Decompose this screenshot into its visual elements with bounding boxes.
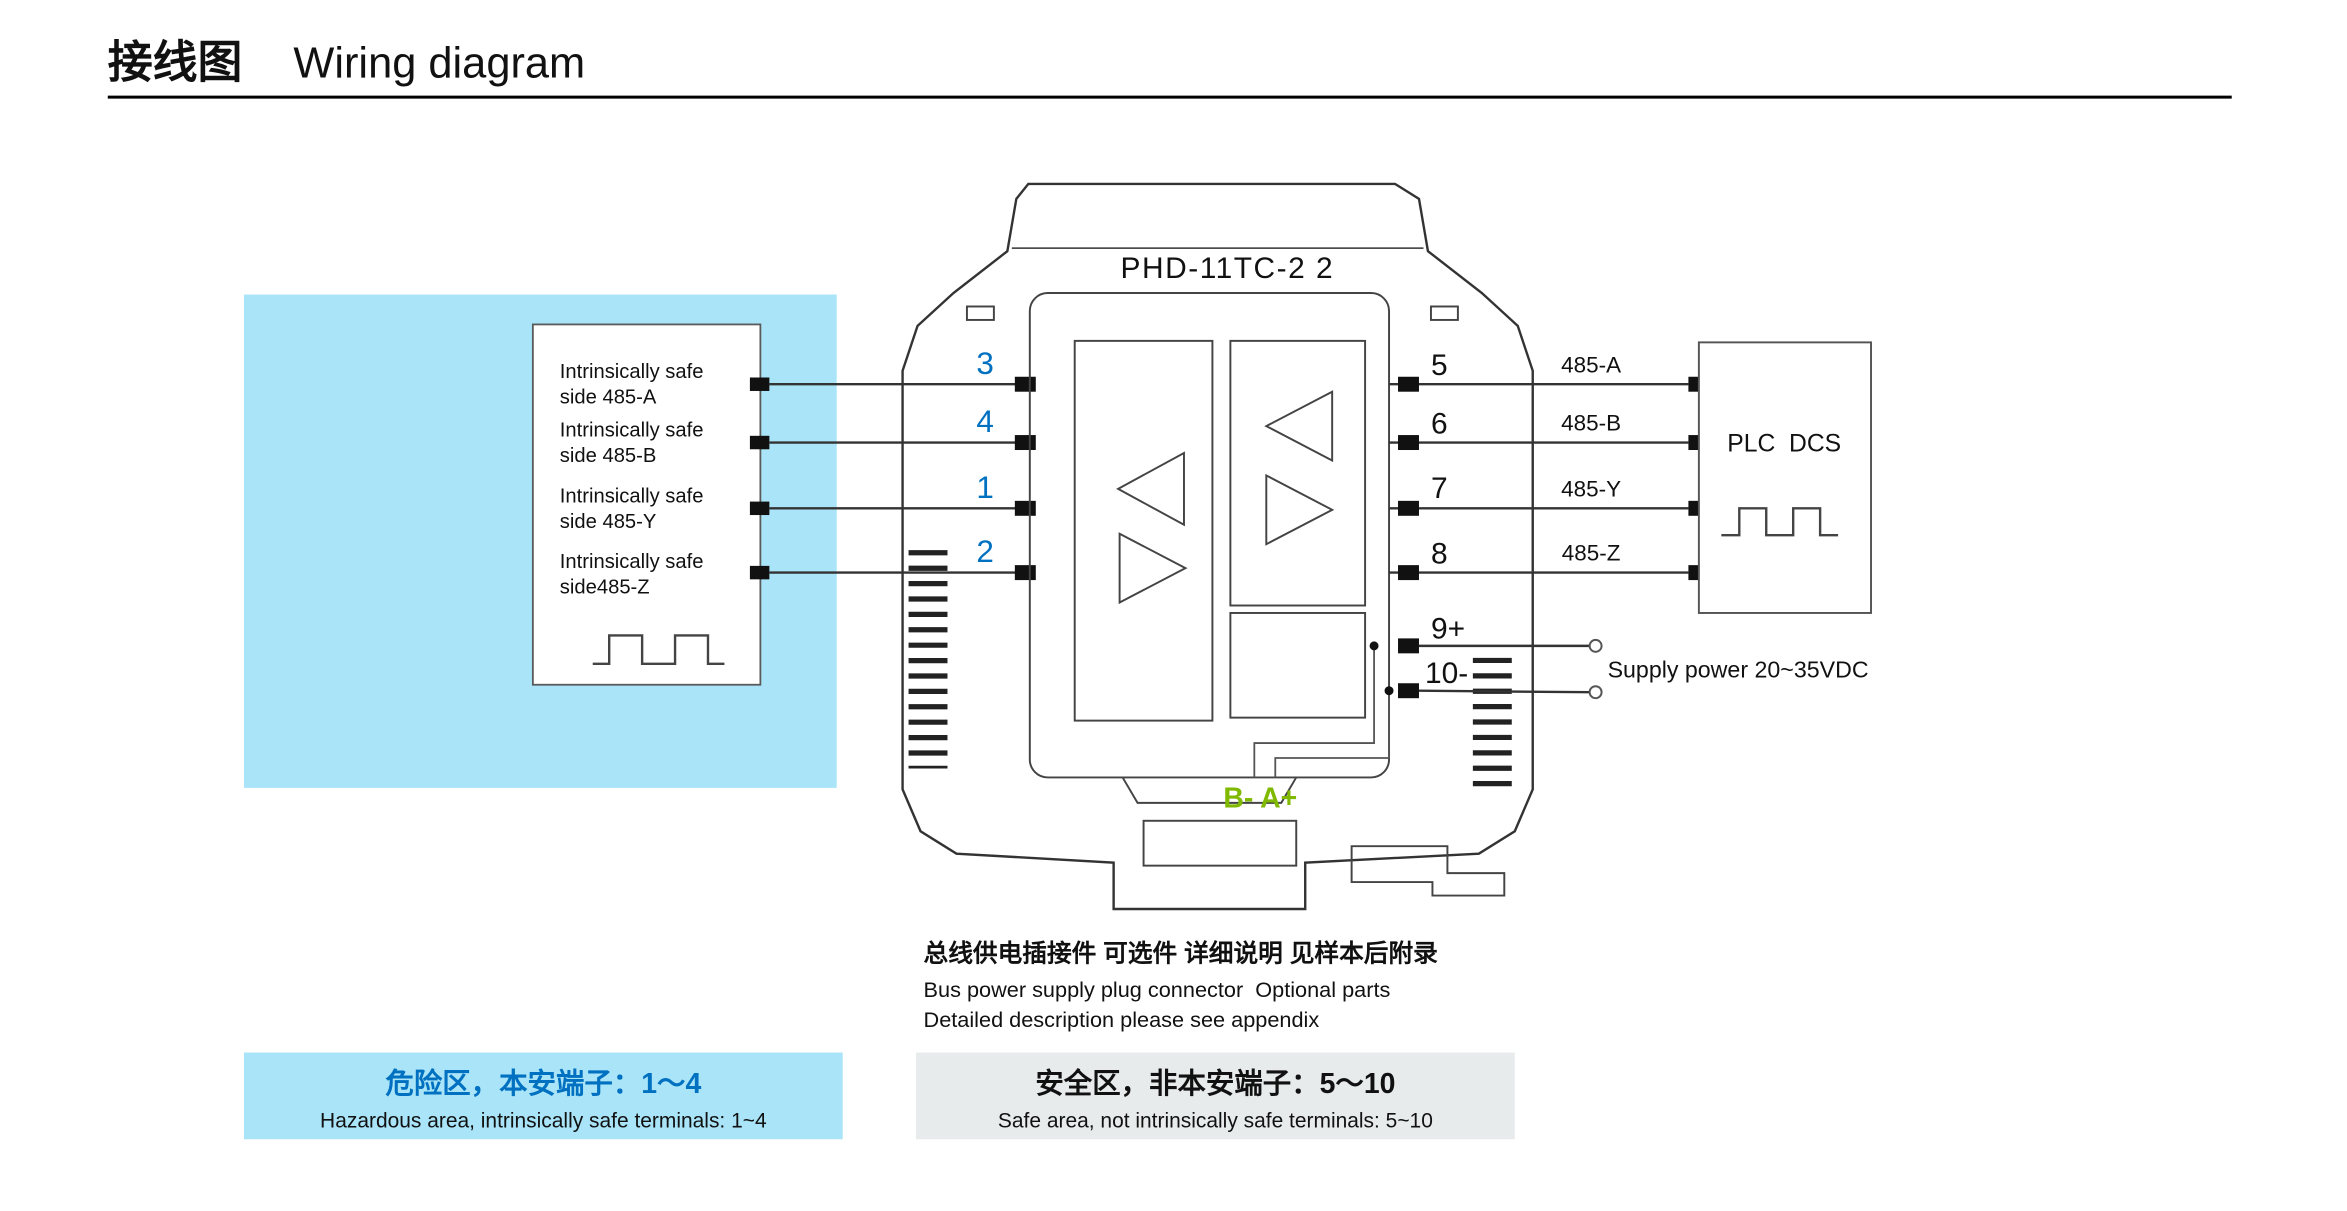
wire-label-485a: 485-A: [1561, 352, 1621, 377]
is-label-485z-line2: side485-Z: [560, 577, 650, 599]
terminal-number-3: 3: [976, 346, 993, 381]
bus-note-en1: Bus power supply plug connector Optional…: [924, 977, 1391, 1002]
amplifier-triangle-icon: [1118, 532, 1188, 605]
is-label-485b-line2: side 485-B: [560, 445, 657, 467]
terminal-number-7: 7: [1431, 472, 1448, 505]
bus-note-en2: Detailed description please see appendix: [924, 1007, 1320, 1032]
safe-zone-label-en: Safe area, not intrinsically safe termin…: [998, 1109, 1433, 1132]
amplifier-triangle-icon: [1264, 390, 1334, 463]
square-wave-icon: [592, 634, 725, 666]
amplifier-triangle-icon: [1265, 473, 1335, 546]
terminal-number-9: 9+: [1431, 612, 1465, 645]
device-terminal-7: [1398, 500, 1419, 516]
terminal-number-8: 8: [1431, 538, 1448, 571]
is-terminal-485y: [749, 501, 770, 516]
square-wave-icon: [1721, 507, 1839, 537]
device-terminal-5: [1398, 376, 1419, 392]
device-terminal-8: [1398, 565, 1419, 581]
hazardous-zone-label-en: Hazardous area, intrinsically safe termi…: [320, 1109, 767, 1132]
device-terminal-3: [1014, 376, 1036, 392]
wire-label-485b: 485-B: [1561, 411, 1621, 436]
hazardous-zone-legend: [243, 1052, 843, 1140]
device-terminal-6: [1398, 435, 1419, 451]
isolation-block-right: [1229, 339, 1367, 607]
din-rail-clip: [1350, 845, 1506, 897]
bus-connector-block: [1142, 819, 1298, 867]
power-block: [1229, 612, 1367, 719]
device-housing-outline: [901, 182, 1534, 911]
internal-bus-wire: [1253, 645, 1375, 778]
is-label-485a-line1: Intrinsically safe: [560, 361, 704, 383]
supply-contact-positive: [1588, 638, 1603, 653]
isolation-block-left: [1073, 339, 1214, 722]
bus-note-zh: 总线供电插接件 可选件 详细说明 见样本后附录: [924, 938, 1439, 967]
supply-wire-negative: [1418, 689, 1590, 694]
terminal-number-10: 10-: [1425, 657, 1468, 690]
supply-power-label: Supply power 20~35VDC: [1608, 656, 1869, 682]
is-label-485z-line1: Intrinsically safe: [560, 551, 704, 573]
device-terminal-1: [1014, 500, 1036, 516]
device-terminal-9: [1398, 638, 1419, 654]
terminal-number-6: 6: [1431, 408, 1448, 441]
is-label-485b-line1: Intrinsically safe: [560, 420, 704, 442]
terminal-number-2: 2: [976, 534, 993, 569]
device-model-label: PHD-11TC-2 2: [1121, 252, 1335, 285]
supply-contact-negative: [1588, 685, 1603, 700]
amplifier-triangle-icon: [1116, 451, 1185, 527]
is-label-485y-line2: side 485-Y: [560, 511, 657, 533]
wire-label-485y: 485-Y: [1561, 476, 1621, 501]
is-label-485a-line2: side 485-A: [560, 387, 657, 409]
device-terminal-4: [1014, 435, 1036, 451]
safe-zone-label-zh: 安全区，非本安端子：5～10: [1035, 1067, 1395, 1100]
device-terminal-2: [1014, 565, 1036, 581]
internal-bus-wire: [1274, 690, 1390, 778]
bus-polarity-label: B- A+: [1223, 782, 1297, 814]
supply-wiring-group: [1253, 638, 1603, 778]
terminal-number-1: 1: [976, 470, 993, 505]
wire-junction-dot: [1369, 641, 1379, 651]
wire-label-485z: 485-Z: [1562, 541, 1621, 566]
bus-connector-taper: [1121, 776, 1298, 804]
is-terminal-485b: [749, 435, 770, 450]
is-terminal-485a: [749, 377, 770, 391]
device-inner-frame: [1028, 292, 1391, 779]
housing-slot-right: [1429, 305, 1459, 321]
is-label-485y-line1: Intrinsically safe: [560, 485, 704, 507]
is-label-box: [531, 323, 762, 686]
is-terminal-485z: [749, 565, 770, 580]
safe-zone-legend: [916, 1052, 1515, 1140]
housing-slot-left: [965, 305, 995, 321]
page-title-zh: 接线图: [108, 37, 243, 88]
terminal-number-4: 4: [976, 404, 993, 439]
plc-dcs-label: PLC DCS: [1727, 431, 1841, 458]
plc-dcs-box: [1697, 341, 1872, 614]
terminal-number-5: 5: [1431, 349, 1448, 382]
hazardous-zone-label-zh: 危险区，本安端子：1～4: [385, 1067, 701, 1100]
page-title-en: Wiring diagram: [293, 40, 585, 88]
device-terminal-10: [1398, 683, 1419, 699]
wire-junction-dot: [1384, 686, 1394, 696]
